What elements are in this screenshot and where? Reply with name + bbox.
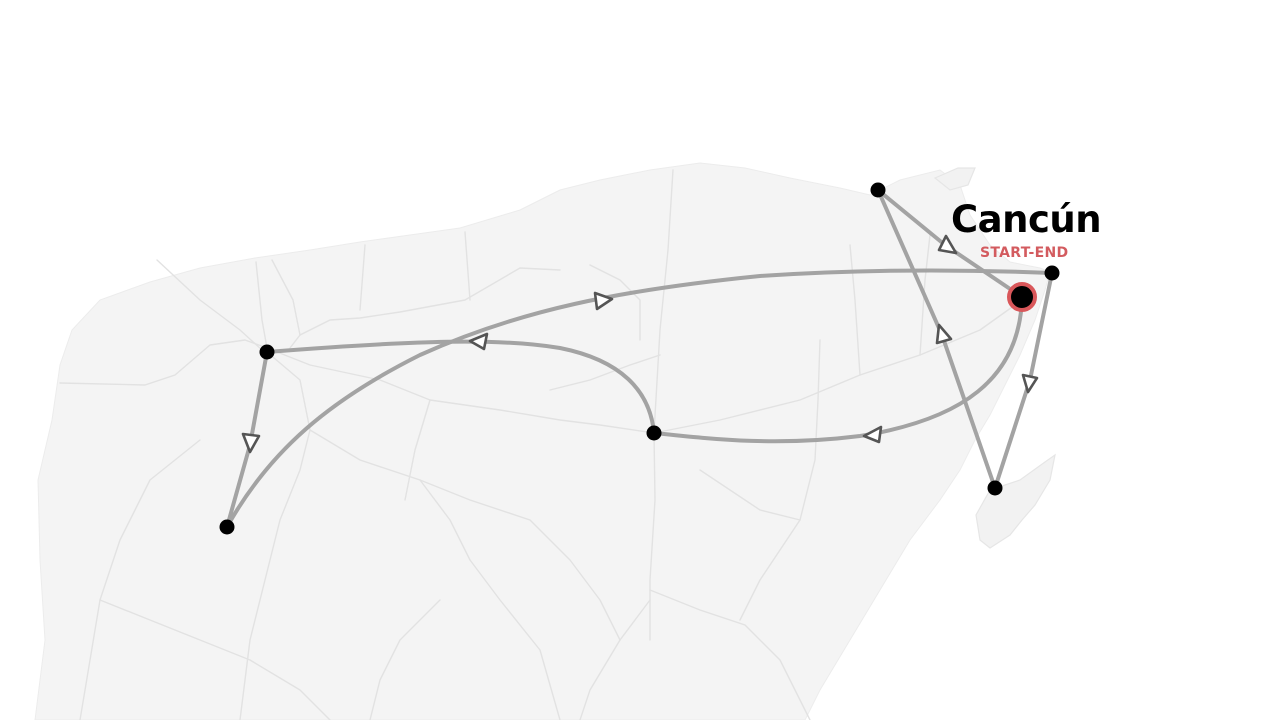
stop-marker[interactable] <box>219 519 235 535</box>
route-leg-stop4-to-stop5 <box>265 339 656 435</box>
road-network <box>59 169 1016 720</box>
home-stop-tag: START-END <box>980 245 1069 261</box>
arrow-south-icon <box>241 432 261 454</box>
arrow-north-icon <box>935 323 953 345</box>
route-leg-cancun-to-stop4 <box>652 295 1024 444</box>
arrow-west-icon <box>468 332 489 351</box>
direction-arrows <box>241 234 1039 454</box>
arrow-south-icon <box>1021 373 1039 394</box>
stop-marker[interactable] <box>646 425 662 441</box>
stop-marker[interactable] <box>1044 265 1060 281</box>
route-leg-stop6-to-stop2 <box>225 268 1054 529</box>
cozumel-island <box>975 453 1056 549</box>
stop-marker[interactable] <box>987 480 1003 496</box>
arrow-west-icon <box>862 425 883 444</box>
peninsula-landmass <box>34 162 1051 720</box>
north-islet <box>933 167 976 191</box>
home-stop-marker[interactable] <box>1007 282 1037 312</box>
stop-marker[interactable] <box>259 344 275 360</box>
home-stop-name: Cancún <box>951 198 1102 241</box>
stop-markers <box>219 182 1060 535</box>
arrow-east-icon <box>593 291 614 311</box>
stop-marker[interactable] <box>870 182 886 198</box>
arrow-southeast-icon <box>937 234 958 255</box>
